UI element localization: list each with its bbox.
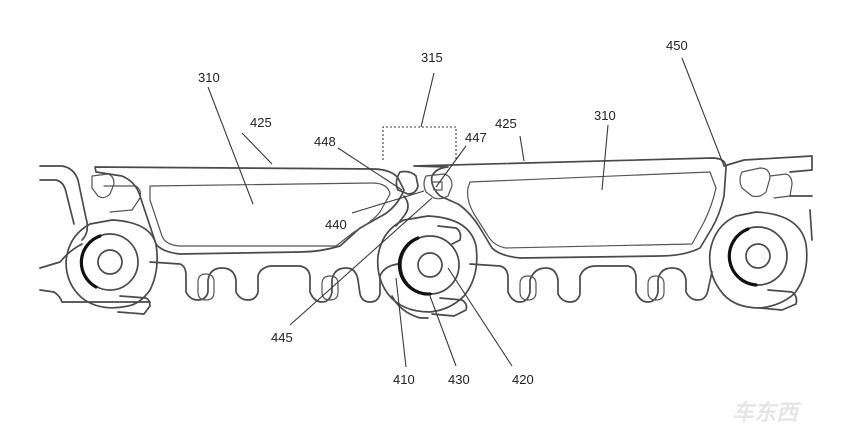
right-edge-hook [723, 155, 813, 241]
label-310-left: 310 [198, 70, 220, 85]
center-hook-coupling [395, 170, 453, 227]
label-315: 315 [421, 50, 443, 65]
label-430: 430 [448, 372, 470, 387]
link-body-left [94, 166, 405, 255]
hinge-knuckle-left [65, 219, 158, 315]
link-body-right [413, 157, 727, 259]
label-447: 447 [465, 130, 487, 145]
label-420: 420 [512, 372, 534, 387]
label-440: 440 [325, 217, 347, 232]
label-450: 450 [666, 38, 688, 53]
lower-rail-left [39, 243, 399, 303]
left-edge-structure [39, 165, 142, 241]
bracket-315 [382, 126, 457, 160]
reference-numerals: 315 450 310 310 425 425 448 447 440 445 … [198, 38, 688, 387]
label-445: 445 [271, 330, 293, 345]
watermark: 车东西 [732, 400, 802, 426]
hinge-knuckle-right [708, 211, 808, 311]
leader-lines [207, 57, 725, 368]
label-448: 448 [314, 134, 336, 149]
leader-315 [420, 72, 435, 128]
label-425-right: 425 [495, 116, 517, 131]
label-410: 410 [393, 372, 415, 387]
label-310-right: 310 [594, 108, 616, 123]
label-425-left: 425 [250, 115, 272, 130]
lower-rail-right [469, 263, 713, 303]
hinge-knuckle-center [376, 215, 478, 319]
